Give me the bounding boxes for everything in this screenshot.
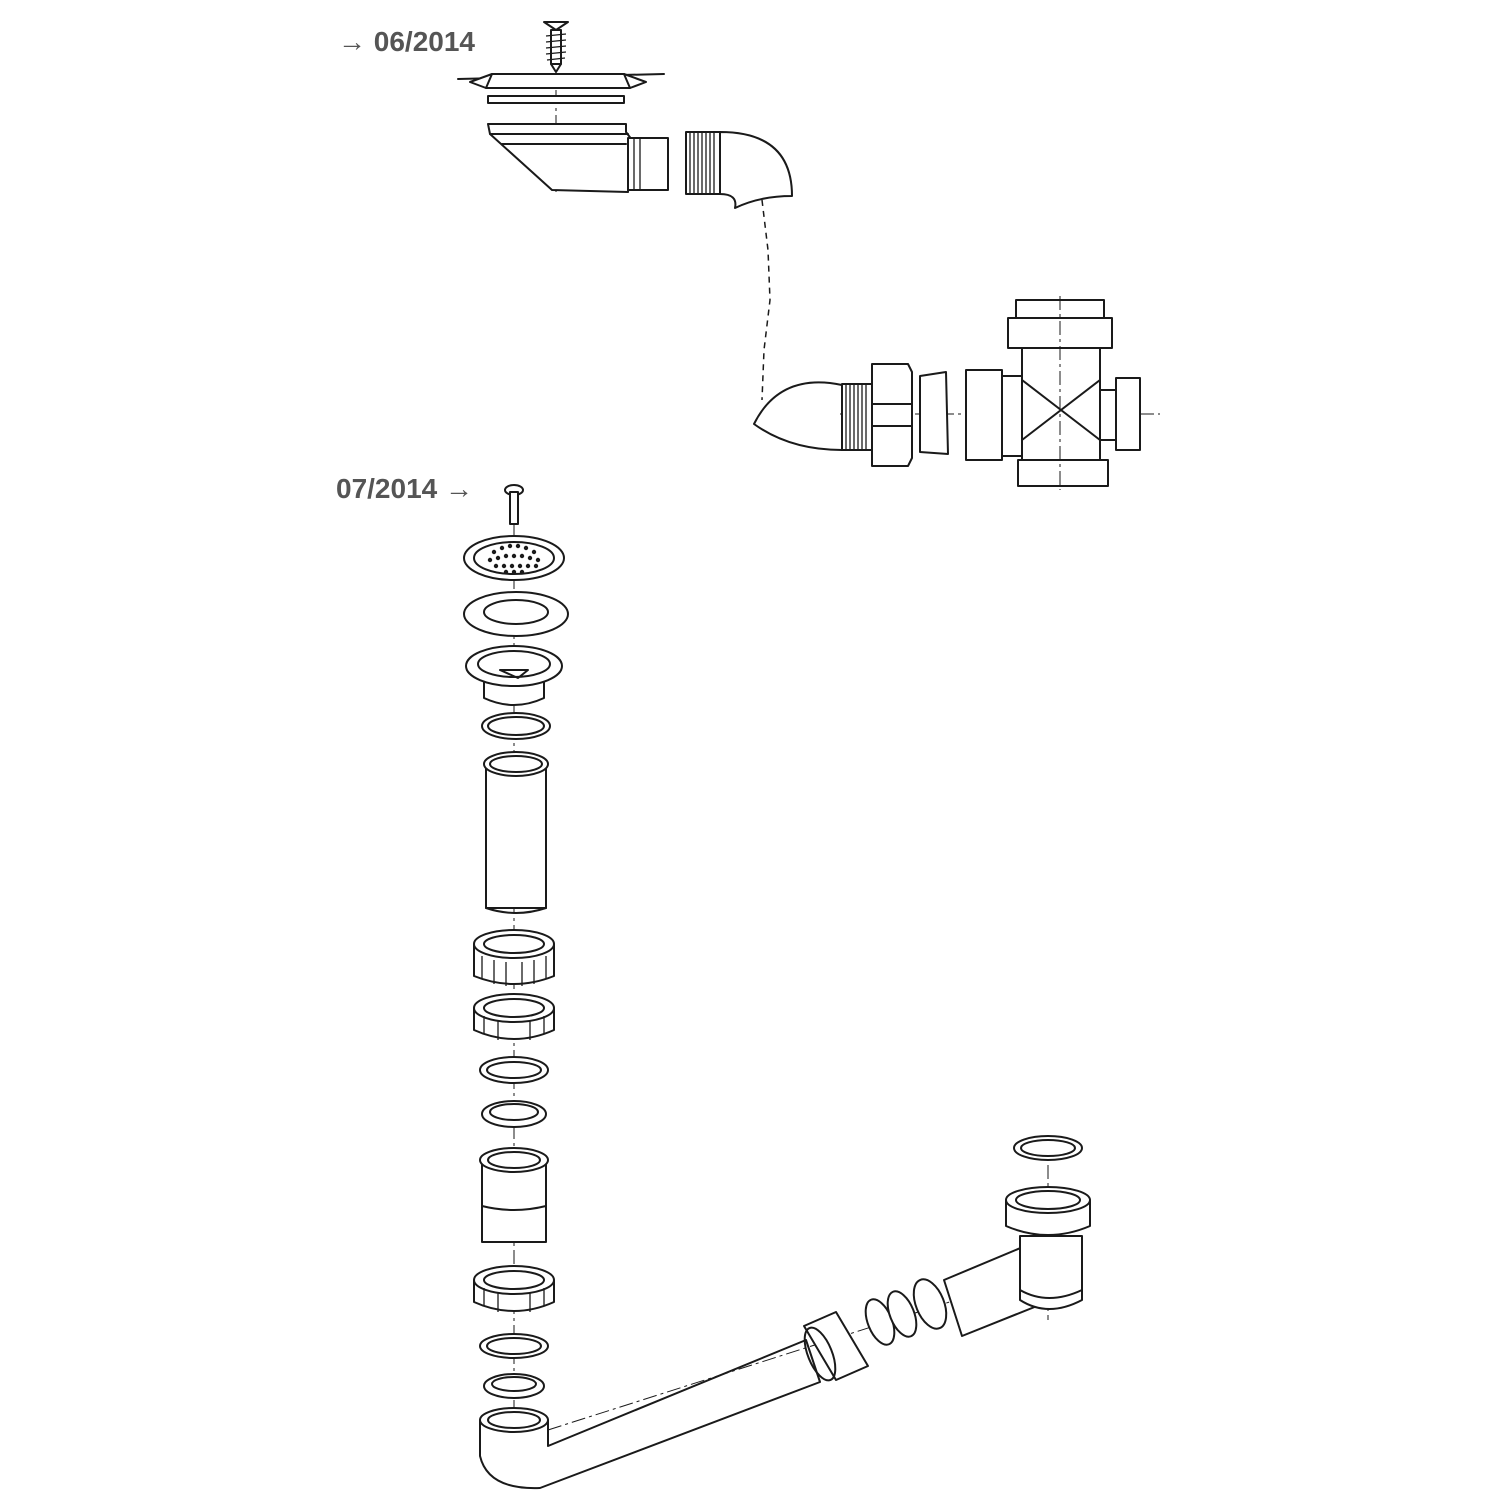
strainer-body xyxy=(465,645,563,706)
strainer-icon xyxy=(463,535,565,581)
pipe-axis xyxy=(547,1269,1051,1431)
bottom-assembly xyxy=(463,484,1091,1490)
threaded-connector xyxy=(841,383,873,451)
overflow-fitting xyxy=(1005,1135,1091,1320)
horizontal-drain-pipe xyxy=(479,1339,821,1490)
tailpiece-tube xyxy=(483,751,549,914)
pipe-ring-3 xyxy=(912,1278,948,1330)
flexible-hose xyxy=(761,199,771,401)
corrugated-connector xyxy=(685,131,721,195)
flange-ring xyxy=(463,591,569,637)
union-nut xyxy=(871,363,913,467)
adapter-sleeve xyxy=(479,1147,549,1243)
version-label-top: → 06/2014 xyxy=(338,26,475,57)
hose-lower-bend xyxy=(753,381,843,451)
tee-body xyxy=(965,296,1141,490)
cone-washer-2 xyxy=(481,1100,547,1128)
hose-elbow xyxy=(719,131,793,209)
cone-washer xyxy=(919,371,949,455)
cover-plate xyxy=(457,73,665,89)
slip-nut-2 xyxy=(473,993,555,1040)
top-assembly xyxy=(457,21,1160,490)
bolt-icon xyxy=(504,484,524,525)
slip-nut-3 xyxy=(473,1265,555,1312)
pipe-union-nut xyxy=(803,1311,869,1382)
slip-nut-1 xyxy=(473,929,555,986)
cone-washer-3 xyxy=(483,1373,545,1399)
o-ring-1 xyxy=(481,712,551,740)
screw-icon xyxy=(543,21,569,73)
angled-outlet-body xyxy=(487,123,669,193)
version-label-bottom: 07/2014 → xyxy=(336,473,473,504)
o-ring-3 xyxy=(479,1333,549,1359)
plate-gasket xyxy=(487,95,625,104)
pipe-ring-2 xyxy=(886,1290,918,1338)
o-ring-2 xyxy=(479,1056,549,1084)
